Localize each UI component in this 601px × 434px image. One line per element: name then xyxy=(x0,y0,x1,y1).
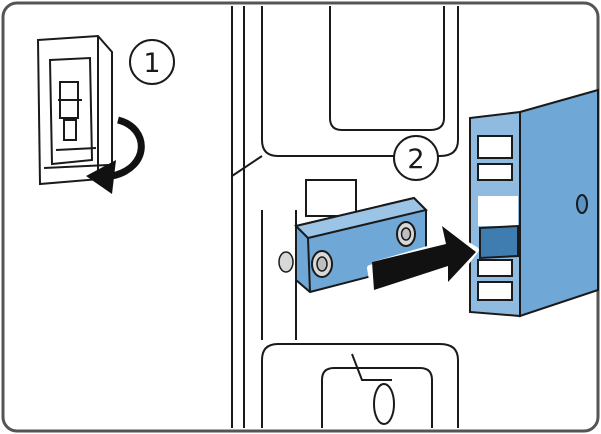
step2-badge: 2 xyxy=(393,135,439,181)
step1-number: 1 xyxy=(143,48,160,79)
rotate-arrow-icon xyxy=(86,114,147,194)
step1-badge: 1 xyxy=(129,39,175,85)
cabinet-wall xyxy=(231,6,459,428)
push-arrow-icon xyxy=(367,222,479,295)
step1-detail xyxy=(36,34,113,186)
step2-number: 2 xyxy=(407,144,424,175)
blue-rail xyxy=(469,88,599,318)
